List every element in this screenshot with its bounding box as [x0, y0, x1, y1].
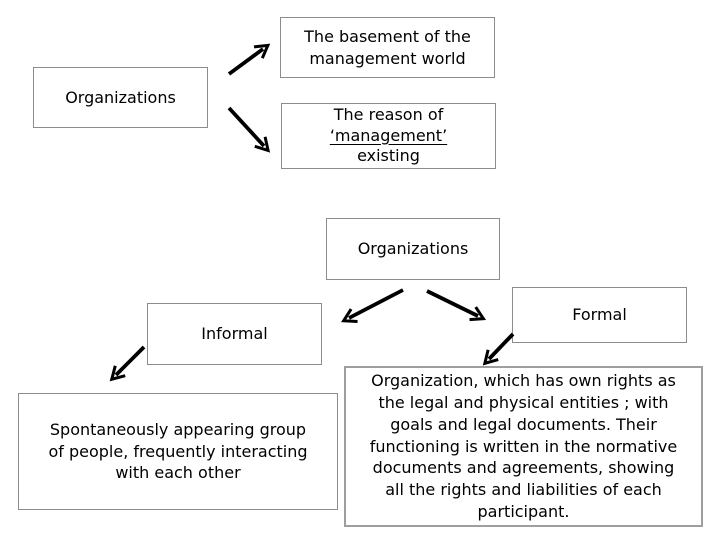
- box-informal: Informal: [147, 303, 322, 365]
- reason-line-1: The reason of: [333, 104, 444, 124]
- box-basement-label: The basement of the management world: [304, 26, 471, 68]
- box-organizations-top: Organizations: [33, 67, 208, 128]
- arrow-organizations-to-informal: [341, 288, 404, 323]
- box-organizations-top-label: Organizations: [65, 87, 176, 107]
- box-formal: Formal: [512, 287, 687, 343]
- box-organizations-middle-label: Organizations: [357, 239, 469, 259]
- box-basement-of-management: The basement of the management world: [280, 17, 495, 78]
- reason-underlined-word: ‘management’: [329, 125, 448, 145]
- box-reason-of-management: The reason of ‘management’ existing: [281, 103, 496, 169]
- box-informal-label: Informal: [201, 324, 268, 344]
- box-formal-label: Formal: [572, 305, 627, 325]
- reason-line-3: existing: [357, 146, 420, 166]
- arrow-organizations-to-formal: [426, 289, 487, 322]
- box-formal-description-label: Organization, which has own rights as th…: [369, 371, 678, 521]
- arrow-formal-to-description: [482, 332, 515, 366]
- box-informal-description-label: Spontaneously appearing group of people,…: [48, 419, 308, 483]
- box-formal-description: Organization, which has own rights as th…: [344, 366, 703, 527]
- arrow-organizations-to-reason: [227, 106, 271, 153]
- box-informal-description: Spontaneously appearing group of people,…: [18, 393, 338, 510]
- arrow-organizations-to-basement: [227, 43, 271, 76]
- arrow-informal-to-description: [109, 345, 146, 382]
- box-organizations-middle: Organizations: [326, 218, 500, 280]
